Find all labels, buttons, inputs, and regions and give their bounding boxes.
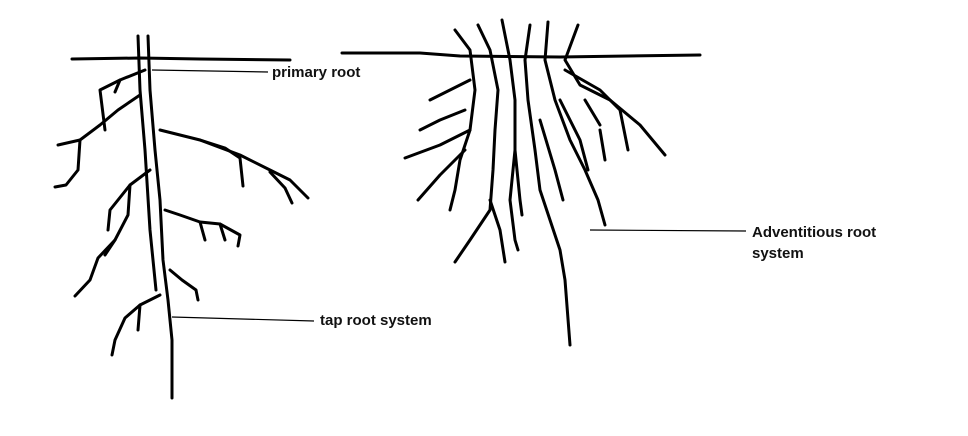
adv-root-13 (513, 148, 524, 217)
adv-root-9 (418, 108, 467, 132)
branch-l1b (113, 78, 122, 94)
tap-root-main (146, 34, 174, 400)
ground-line-left (70, 56, 292, 62)
adventitious-root-drawing (340, 18, 702, 347)
label-adventitious-root-system: Adventitious root system (752, 222, 876, 264)
tap-root-drawing (53, 34, 310, 400)
tap-root-main-2 (136, 34, 158, 292)
branch-l5b (136, 303, 142, 332)
branch-l5 (110, 293, 162, 357)
label-primary-root: primary root (272, 64, 361, 81)
branch-l1 (98, 68, 147, 132)
branch-r3 (168, 268, 200, 302)
adv-root-5 (543, 20, 607, 227)
adv-root-12 (488, 198, 507, 264)
adv-root-3 (500, 18, 520, 252)
label-adventitious-line2: system (752, 245, 804, 262)
adv-root-11 (416, 148, 467, 202)
adv-root-2 (453, 23, 500, 264)
adv-root-17 (583, 98, 602, 127)
branch-l4 (73, 183, 132, 298)
adv-root-15 (558, 98, 590, 172)
adv-root-7 (563, 68, 630, 152)
branch-r1c (268, 170, 294, 205)
leader-tap-root-system (171, 316, 315, 322)
adv-root-10 (403, 128, 472, 160)
adv-root-4 (523, 23, 572, 347)
adv-root-6 (563, 23, 667, 157)
branch-r1 (158, 128, 310, 200)
branch-l2b (53, 138, 82, 189)
branch-r2 (163, 208, 242, 248)
branch-l2 (56, 93, 142, 147)
branch-l3 (106, 168, 152, 232)
branch-l4b (103, 238, 117, 257)
leader-primary-root (151, 69, 269, 73)
branch-r2c (218, 222, 227, 242)
branch-r2b (198, 220, 207, 242)
label-tap-root-system: tap root system (320, 312, 432, 329)
label-adventitious-line1: Adventitious root (752, 224, 877, 241)
adv-root-14 (538, 118, 565, 202)
branch-r1b (198, 138, 245, 188)
leader-adventitious (589, 229, 747, 232)
adv-root-16 (598, 128, 607, 162)
adv-root-8 (428, 78, 472, 102)
ground-line-right (340, 51, 702, 59)
